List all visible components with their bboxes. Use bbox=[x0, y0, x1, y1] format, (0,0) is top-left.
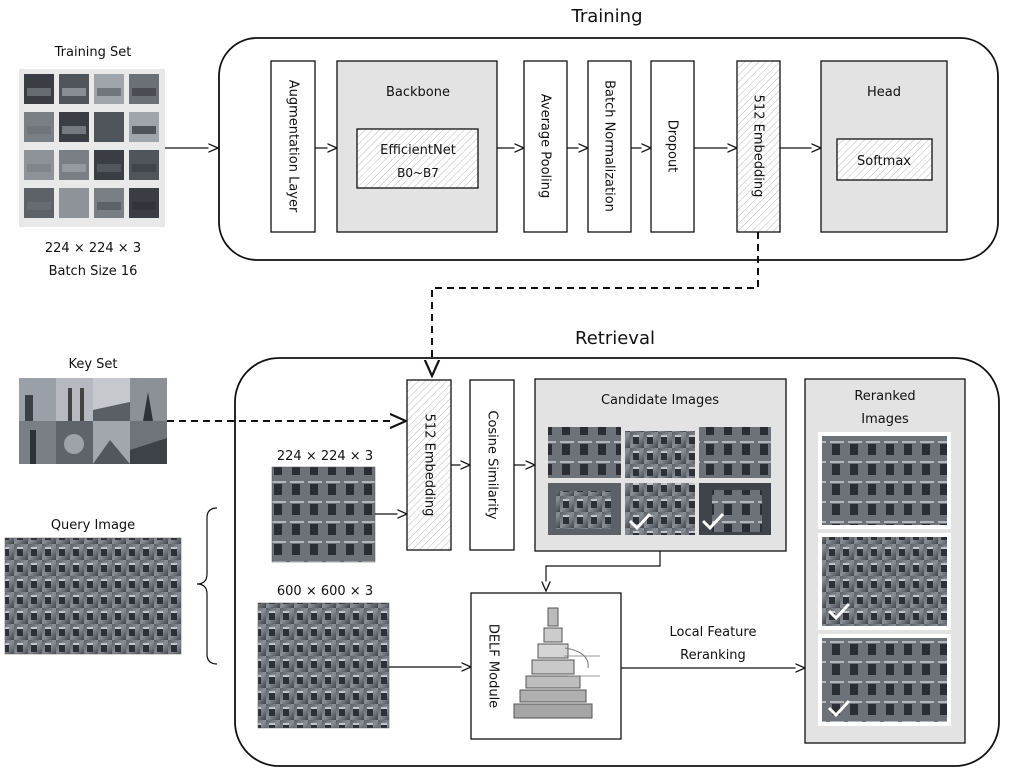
local-feature-label-line2: Reranking bbox=[680, 648, 746, 663]
cosine-similarity-box bbox=[469, 379, 515, 551]
batch-normalization-box bbox=[587, 60, 632, 233]
head-title: Head bbox=[867, 85, 901, 100]
training-thumbnail-detail bbox=[62, 202, 86, 210]
arrow-candidates-to-delf bbox=[546, 551, 661, 591]
training-thumbnail-detail bbox=[62, 164, 86, 172]
efficientnet-variants: B0~B7 bbox=[397, 166, 439, 180]
dropout-label: Dropout bbox=[665, 120, 680, 173]
training-thumbnail-detail bbox=[97, 126, 121, 134]
training-thumbnail-detail bbox=[97, 88, 121, 96]
retrieval-frame bbox=[234, 357, 1000, 767]
training-thumbnail-detail bbox=[97, 164, 121, 172]
training-thumbnail-detail bbox=[62, 88, 86, 96]
training-thumbnail-detail bbox=[132, 88, 156, 96]
training-thumbnail-detail bbox=[27, 88, 51, 96]
training-thumbnail-detail bbox=[132, 164, 156, 172]
key-set-label: Key Set bbox=[68, 357, 117, 372]
candidate-image-grid bbox=[548, 427, 771, 535]
backbone-title: Backbone bbox=[386, 85, 450, 100]
training-batch-size: Batch Size 16 bbox=[49, 264, 138, 279]
dropout-box bbox=[650, 60, 695, 233]
query-size-large: 600 × 600 × 3 bbox=[277, 584, 373, 599]
candidate-check-icon-2 bbox=[701, 512, 725, 531]
average-pooling-label: Average Pooling bbox=[538, 94, 553, 199]
efficientnet-label: EfficientNet bbox=[380, 143, 456, 158]
retrieval-embedding-label: 512 Embedding bbox=[422, 414, 437, 517]
training-embedding-box bbox=[736, 60, 781, 233]
softmax-box bbox=[836, 138, 933, 181]
training-thumbnail-detail bbox=[132, 126, 156, 134]
softmax-label: Softmax bbox=[857, 154, 911, 169]
retrieval-title: Retrieval bbox=[575, 328, 655, 349]
batch-normalization-label: Batch Normalization bbox=[602, 80, 617, 212]
cosine-similarity-label: Cosine Similarity bbox=[485, 410, 500, 520]
training-thumbnail-detail bbox=[27, 202, 51, 210]
query-image-600 bbox=[257, 602, 390, 729]
training-thumbnail-detail bbox=[27, 164, 51, 172]
key-set-image-strip bbox=[19, 378, 167, 464]
reranked-image-stack bbox=[818, 432, 951, 726]
query-brace bbox=[196, 507, 218, 665]
augmentation-layer-box bbox=[270, 60, 316, 233]
training-set-image-grid bbox=[19, 69, 165, 227]
query-image-224 bbox=[271, 466, 376, 563]
reranked-check-icon-1 bbox=[827, 602, 851, 621]
efficientnet-box bbox=[356, 128, 479, 189]
training-thumbnail-detail bbox=[27, 126, 51, 134]
candidate-check-icon-1 bbox=[628, 512, 652, 531]
reranked-title-line2: Images bbox=[861, 412, 909, 427]
training-thumbnail-detail bbox=[97, 202, 121, 210]
training-thumbnail-detail bbox=[132, 202, 156, 210]
augmentation-layer-label: Augmentation Layer bbox=[286, 80, 301, 213]
training-title: Training bbox=[570, 6, 642, 27]
local-feature-label-line1: Local Feature bbox=[670, 625, 757, 640]
training-input-size: 224 × 224 × 3 bbox=[45, 241, 141, 256]
dashed-arrow-shared-embedding bbox=[432, 232, 759, 376]
reranked-title-line1: Reranked bbox=[854, 389, 915, 404]
delf-architecture-illustration bbox=[513, 607, 600, 719]
training-thumbnail-detail bbox=[62, 126, 86, 134]
query-image bbox=[4, 537, 182, 655]
query-image-label: Query Image bbox=[51, 518, 135, 533]
training-embedding-label: 512 Embedding bbox=[751, 95, 766, 198]
average-pooling-box bbox=[523, 60, 568, 233]
candidate-images-title: Candidate Images bbox=[601, 393, 719, 408]
delf-module-label: DELF Module bbox=[486, 624, 501, 708]
reranked-check-icon-2 bbox=[827, 699, 851, 718]
training-set-label: Training Set bbox=[54, 45, 132, 60]
query-size-small: 224 × 224 × 3 bbox=[277, 449, 373, 464]
